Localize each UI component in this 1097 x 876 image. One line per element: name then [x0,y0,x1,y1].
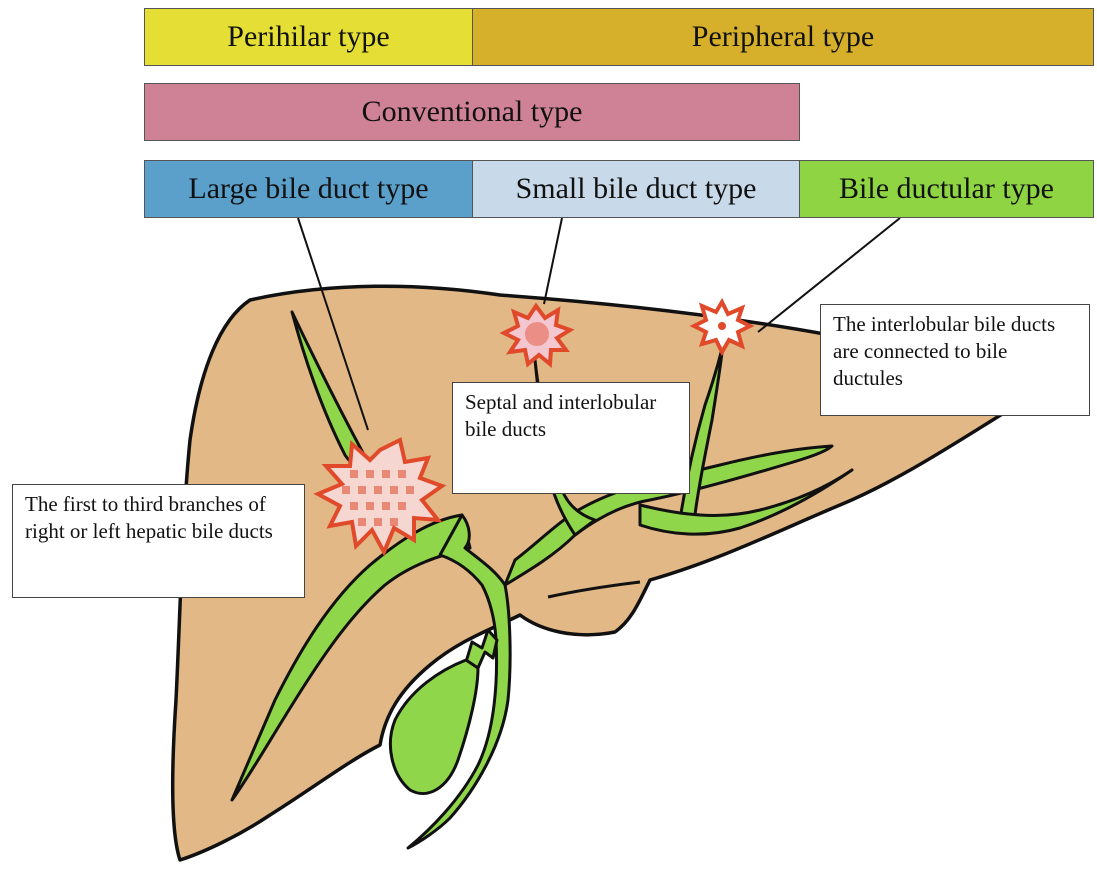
perihilar-type-label: Perihilar type [227,20,389,54]
bile-ductular-type-label: Bile ductular type [839,172,1054,206]
callout-septal-text: Septal and interlobular bile ducts [465,390,656,441]
perihilar-type-bar: Perihilar type [144,8,473,66]
callout-first-branches-text: The first to third branches of right or … [25,492,273,543]
peripheral-type-label: Peripheral type [692,20,874,54]
small-bile-duct-type-label: Small bile duct type [516,172,757,206]
large-bile-duct-type-bar: Large bile duct type [144,160,473,218]
callout-first-branches: The first to third branches of right or … [12,484,305,598]
tumor-ductular [694,302,750,352]
callout-septal: Septal and interlobular bile ducts [452,382,690,494]
callout-interlobular-text: The interlobular bile ducts are connecte… [833,312,1055,390]
bile-ductular-type-bar: Bile ductular type [799,160,1094,218]
leader-line-small [544,218,562,304]
large-bile-duct-type-label: Large bile duct type [188,172,428,206]
callout-interlobular: The interlobular bile ducts are connecte… [820,304,1090,416]
conventional-type-label: Conventional type [362,95,583,129]
peripheral-type-bar: Peripheral type [472,8,1094,66]
conventional-type-bar: Conventional type [144,83,800,141]
small-bile-duct-type-bar: Small bile duct type [472,160,800,218]
